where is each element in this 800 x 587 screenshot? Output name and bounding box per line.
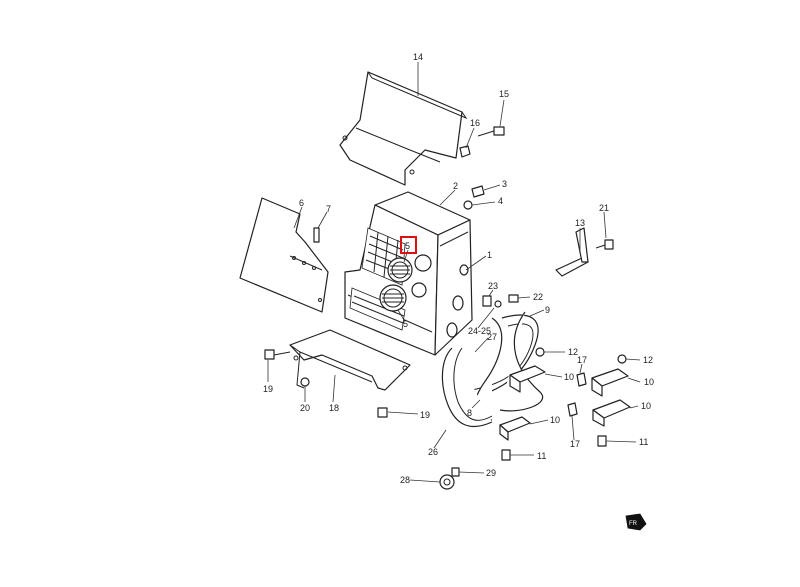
callout-1: 1 [487, 250, 492, 260]
part-18-tray [289, 329, 411, 391]
callout-13: 13 [575, 218, 585, 228]
part-19-bolt-bottom [377, 407, 388, 418]
callout-27: 27 [487, 332, 497, 342]
callout-5-lower: 5 [403, 319, 408, 329]
knob-lower [411, 282, 427, 298]
callout-11-bottom: 11 [537, 451, 546, 461]
callout-23: 23 [488, 281, 498, 291]
callout-20: 20 [300, 403, 310, 413]
callout-7: 7 [326, 204, 331, 214]
callout-19-bottom: 19 [420, 410, 430, 420]
part-28-grommet [439, 474, 455, 490]
side-ports [446, 264, 469, 338]
leader-lines [267, 62, 641, 483]
part-29-clip [451, 467, 460, 477]
part-19-bolt-left [264, 349, 291, 360]
callout-12-left: 12 [568, 347, 578, 357]
callout-10-d: 10 [550, 415, 560, 425]
callout-12-right: 12 [643, 355, 653, 365]
callout-15: 15 [499, 89, 509, 99]
knob-upper [414, 254, 432, 272]
callout-24-25: 24-25 [468, 326, 491, 336]
callout-10-b: 10 [644, 377, 654, 387]
part-10-clamp-a [509, 365, 546, 393]
part-10-clamp-c [592, 399, 631, 427]
callout-21: 21 [599, 203, 609, 213]
callout-28: 28 [400, 475, 410, 485]
part-20-washer [300, 377, 310, 387]
part-24-25-fitting [494, 300, 502, 308]
callout-9: 9 [545, 305, 550, 315]
part-17-clip-upper [576, 372, 587, 387]
part-12-nut-left [535, 347, 545, 357]
highlight-box-part-5 [400, 236, 417, 254]
callout-labels: 14 15 16 3 2 4 6 7 5 1 5 13 21 23 22 24-… [263, 52, 654, 485]
front-direction-text: FR [629, 521, 638, 527]
part-7-pin [313, 227, 320, 243]
callout-16: 16 [470, 118, 480, 128]
part-12-nut-right [617, 354, 627, 364]
callout-11-right: 11 [639, 437, 648, 447]
callout-6: 6 [299, 198, 304, 208]
callout-19-left: 19 [263, 384, 273, 394]
part-16-nut [459, 145, 471, 158]
callout-8: 8 [467, 408, 472, 418]
callout-17-lower: 17 [570, 439, 580, 449]
part-26-hose [441, 347, 493, 427]
part-11-bolt-right [597, 435, 607, 447]
callout-18: 18 [329, 403, 339, 413]
part-13-bracket [555, 227, 589, 277]
part-3-clip [471, 185, 485, 198]
callout-17-upper: 17 [577, 355, 587, 365]
part-5-lower-fan [379, 284, 407, 312]
part-6-side-panel [239, 197, 329, 313]
callout-26: 26 [428, 447, 438, 457]
part-14-top-cover [339, 71, 468, 186]
callout-4: 4 [498, 196, 503, 206]
callout-10-a: 10 [564, 372, 574, 382]
callout-5-highlighted: 5 [405, 241, 410, 251]
part-4-nut [463, 200, 473, 210]
part-11-bolt-bottom [501, 449, 511, 461]
callout-29: 29 [486, 468, 496, 478]
part-10-clamp-d [499, 416, 531, 441]
part-10-clamp-b [591, 368, 629, 397]
part-22-fitting [508, 294, 519, 303]
part-23-fitting [482, 295, 492, 307]
callout-14: 14 [413, 52, 423, 62]
part-21-bolt [595, 239, 614, 250]
part-15-bolt [477, 126, 505, 137]
callout-2: 2 [453, 181, 458, 191]
callout-3: 3 [502, 179, 507, 189]
callout-10-c: 10 [641, 401, 651, 411]
part-5-upper-fan [387, 257, 413, 283]
callout-22: 22 [533, 292, 543, 302]
front-direction-icon: FR [625, 513, 647, 531]
part-17-clip-lower [567, 402, 578, 417]
